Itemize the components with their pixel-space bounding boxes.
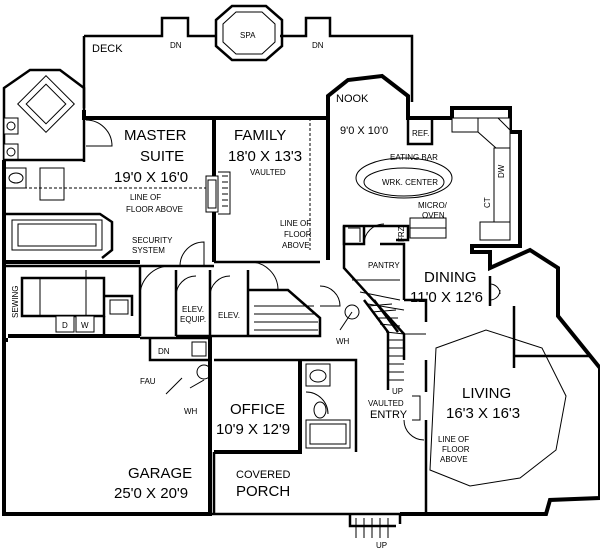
family-line-of-floor-2: FLOOR: [284, 230, 312, 239]
deck-dn-right-label: DN: [312, 41, 324, 50]
kitchen: [342, 117, 511, 246]
pantry-label: PANTRY: [368, 261, 400, 270]
security-label-1: SECURITY: [132, 236, 173, 245]
elevator-walls: [174, 270, 250, 338]
spa-octagon: [214, 4, 284, 62]
garage-label: GARAGE: [128, 465, 192, 482]
wh-garage-label: WH: [184, 407, 198, 416]
master-line-of-floor-1: LINE OF: [130, 193, 161, 202]
master-bath: [2, 68, 103, 251]
spa-label: SPA: [240, 31, 256, 40]
wh-hall-label: WH: [336, 337, 350, 346]
living-line-of-floor-3: ABOVE: [440, 455, 468, 464]
sewing-label: SEWING: [11, 286, 20, 318]
master-label-2: SUITE: [140, 148, 184, 165]
vaulted-entry-label-1: VAULTED: [368, 399, 404, 408]
office-size: 10'9 X 12'9: [216, 421, 290, 438]
family-vaulted: VAULTED: [250, 168, 286, 177]
family-room-walls: [214, 118, 322, 338]
office-walls: [208, 358, 358, 514]
elev-equip-label-1: ELEV.: [182, 305, 204, 314]
garage: [165, 364, 212, 395]
dw-label: DW: [497, 164, 506, 178]
office-label: OFFICE: [230, 401, 285, 418]
living-size: 16'3 X 16'3: [446, 405, 520, 422]
dining-living-walls: [400, 246, 600, 516]
family-line-of-floor-1: LINE OF: [280, 219, 311, 228]
nook-label: NOOK: [336, 93, 369, 105]
ct-label: CT: [483, 197, 492, 208]
elev-label: ELEV.: [218, 311, 240, 320]
porch-label-1: COVERED: [236, 469, 290, 481]
laundry-sewing-walls: [4, 241, 214, 362]
living-line-of-floor-1: LINE OF: [438, 435, 469, 444]
eating-bar-label: EATING BAR: [390, 153, 438, 162]
deck-label: DECK: [92, 43, 123, 55]
security-label-2: SYSTEM: [132, 246, 165, 255]
master-suite-walls: [4, 118, 231, 259]
micro-oven-label-1: MICRO/: [418, 201, 448, 210]
frz-label: FRZ: [397, 226, 406, 242]
dn-laundry-label: DN: [158, 347, 170, 356]
garage-size: 25'0 X 20'9: [114, 485, 188, 502]
nook-size: 9'0 X 10'0: [340, 125, 388, 137]
micro-oven-label-2: OVEN: [422, 211, 445, 220]
living-line-of-floor-2: FLOOR: [442, 445, 470, 454]
dryer-label: D: [62, 321, 68, 330]
fau-label: FAU: [140, 377, 156, 386]
dining-label: DINING: [424, 269, 477, 286]
master-size: 19'0 X 16'0: [114, 169, 188, 186]
master-label-1: MASTER: [124, 127, 187, 144]
up-porch-label: UP: [376, 541, 387, 549]
family-size: 18'0 X 13'3: [228, 148, 302, 165]
family-line-of-floor-3: ABOVE: [282, 241, 310, 250]
living-label: LIVING: [462, 385, 511, 402]
ref-label: REF.: [412, 129, 429, 138]
labels: DECK SPA DN DN NOOK 9'0 X 10'0 REF. DW C…: [11, 31, 520, 549]
vaulted-entry-label-2: ENTRY: [370, 409, 408, 421]
deck-dn-left-label: DN: [170, 41, 182, 50]
dining-size: 11'0 X 12'6: [410, 289, 483, 306]
washer-label: W: [81, 321, 89, 330]
work-center-label: WRK. CENTER: [382, 178, 438, 187]
porch-label-2: PORCH: [236, 483, 290, 500]
family-label: FAMILY: [234, 127, 286, 144]
up-stair-label: UP: [392, 387, 403, 396]
pantry-stair: [319, 226, 406, 390]
master-line-of-floor-2: FLOOR ABOVE: [126, 205, 183, 214]
elev-equip-label-2: EQUIP.: [180, 315, 206, 324]
